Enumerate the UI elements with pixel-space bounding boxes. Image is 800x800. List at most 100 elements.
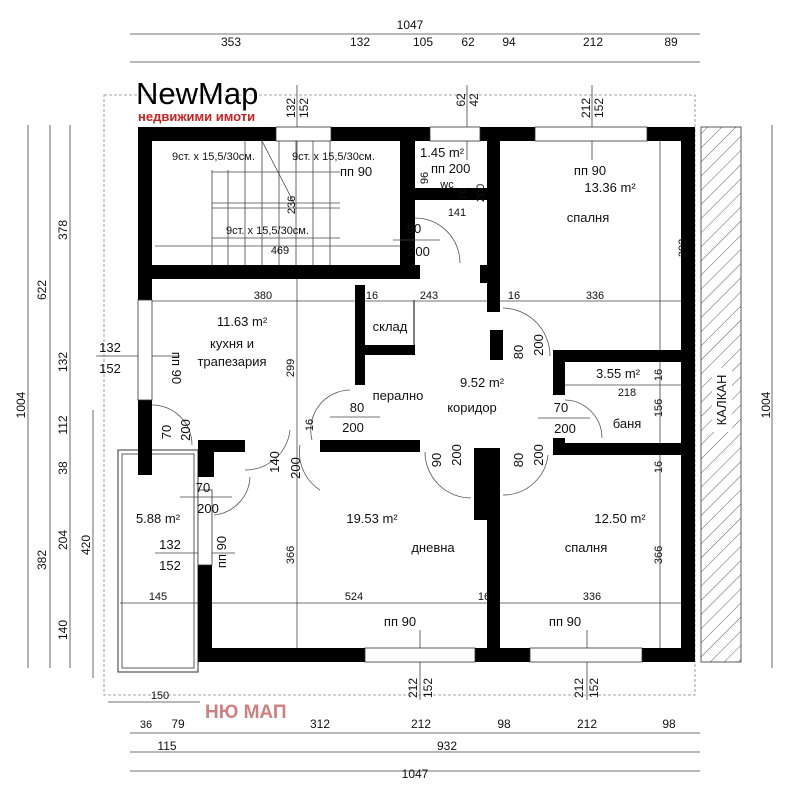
stair-depth: 236: [286, 196, 298, 214]
stair-window-sill: пп 90: [340, 164, 372, 179]
dim: 96: [419, 172, 431, 184]
dim: 94: [502, 35, 516, 49]
dim: 200: [475, 184, 487, 202]
dim: 145: [149, 591, 167, 603]
door-swing: [424, 451, 472, 499]
dim: 150: [151, 690, 169, 702]
dim: 524: [345, 591, 363, 603]
window-height: 152: [587, 678, 601, 698]
staircase: [211, 140, 340, 265]
bedroom2-area: 12.50 m²: [594, 511, 646, 526]
door-swing: [151, 404, 193, 446]
dim: 98: [662, 717, 676, 731]
balcony-inner: [121, 453, 195, 669]
balcony-area: 5.88 m²: [136, 511, 181, 526]
dim: 16: [653, 369, 665, 381]
kitchen-area: 11.63 m²: [217, 314, 268, 329]
door-width: 80: [350, 400, 364, 415]
bath-label: баня: [613, 416, 642, 431]
kitchen-label: трапезария: [197, 354, 266, 369]
dim-total: 1047: [402, 767, 429, 781]
door-width: 70: [159, 425, 174, 439]
door-width: 90: [429, 453, 444, 467]
stair-flight-label: 9ст. х 15,5/30см.: [292, 151, 375, 163]
window-height: 152: [99, 361, 121, 376]
window-width: 132: [284, 98, 298, 118]
bottom-dimensions: 150 36 79 312 212 98 212 98 115 932 1047: [108, 690, 700, 781]
door-width: 80: [511, 345, 526, 359]
door-height: 200: [531, 334, 546, 356]
door-width: 70: [196, 480, 210, 495]
window-height: 152: [297, 98, 311, 118]
living-label: дневна: [411, 540, 455, 555]
top-dimensions: 1047 353 132 105 62 94 212 89: [130, 18, 700, 63]
dim: 382: [35, 550, 49, 570]
dim: 89: [664, 35, 678, 49]
kitchen-label: кухня и: [210, 336, 254, 351]
dim: 420: [79, 535, 93, 555]
corridor-label: коридор: [447, 400, 497, 415]
door-width: 80: [511, 453, 526, 467]
left-dimensions: 1004 622 382 378 132 112 38 204 140 420: [14, 125, 94, 678]
dim-total: 1004: [14, 391, 28, 418]
door-width: 90: [407, 221, 421, 236]
living-area: 19.53 m²: [346, 511, 398, 526]
dim: 218: [618, 387, 636, 399]
dim: 243: [420, 290, 438, 302]
door-width: 140: [267, 451, 282, 473]
corridor-area: 9.52 m²: [460, 375, 505, 390]
dim: 932: [437, 739, 457, 753]
dim: 112: [56, 415, 70, 434]
dim: 115: [157, 739, 176, 753]
dim: 16: [304, 419, 316, 431]
gable-label: КАЛКАН: [714, 375, 729, 426]
door-height: 200: [554, 421, 576, 436]
watermark: НЮ МАП: [205, 702, 287, 723]
logo-brand: NewMap: [136, 76, 258, 111]
door-height: 200: [342, 420, 364, 435]
inner-dim-lines: [96, 85, 681, 700]
dim: 312: [310, 717, 330, 731]
dim: 141: [448, 207, 466, 219]
door-swing: [502, 307, 551, 357]
bedroom2-window-sill: пп 90: [549, 614, 581, 629]
window-width: 132: [159, 537, 181, 552]
door-height: 200: [197, 501, 219, 516]
living-window-sill: пп 90: [384, 614, 416, 629]
dim-total: 1047: [397, 18, 424, 32]
wc-area: 1.45 m²: [420, 145, 465, 160]
kitchen-window-sill: пп 90: [169, 352, 184, 384]
gable-label-bg: [712, 368, 732, 432]
window-width: 132: [99, 340, 121, 355]
door-swing: [299, 444, 321, 491]
dim: 212: [577, 717, 597, 731]
dim: 79: [171, 717, 185, 731]
dim: 622: [35, 280, 49, 300]
stair-width: 469: [271, 245, 289, 257]
window-width: 62: [454, 93, 468, 107]
dim: 336: [583, 591, 601, 603]
bedroom2-label: спалня: [565, 540, 608, 555]
stair-flight-label: 9ст. х 15,5/30см.: [172, 151, 255, 163]
dim: 132: [56, 352, 70, 372]
dim: 98: [497, 717, 511, 731]
dim: 204: [56, 530, 70, 550]
window-height: 152: [421, 678, 435, 698]
window-width: 212: [579, 98, 593, 118]
door-height: 200: [178, 419, 193, 441]
door-height: 200: [288, 457, 303, 479]
dim: 105: [413, 35, 433, 49]
stair-flight-label: 9ст. х 15,5/30см.: [226, 225, 309, 237]
dim: 366: [285, 546, 297, 564]
door-swing: [564, 399, 603, 439]
dim: 36: [140, 719, 152, 731]
door-swing: [213, 476, 251, 516]
dim: 378: [56, 220, 70, 240]
wc-label: wc: [439, 179, 454, 191]
dim: 140: [56, 620, 70, 640]
balcony-window-sill: пп 90: [214, 536, 229, 568]
door-swing: [502, 454, 549, 496]
window-height: 152: [159, 558, 181, 573]
dim-total: 1004: [759, 391, 773, 418]
